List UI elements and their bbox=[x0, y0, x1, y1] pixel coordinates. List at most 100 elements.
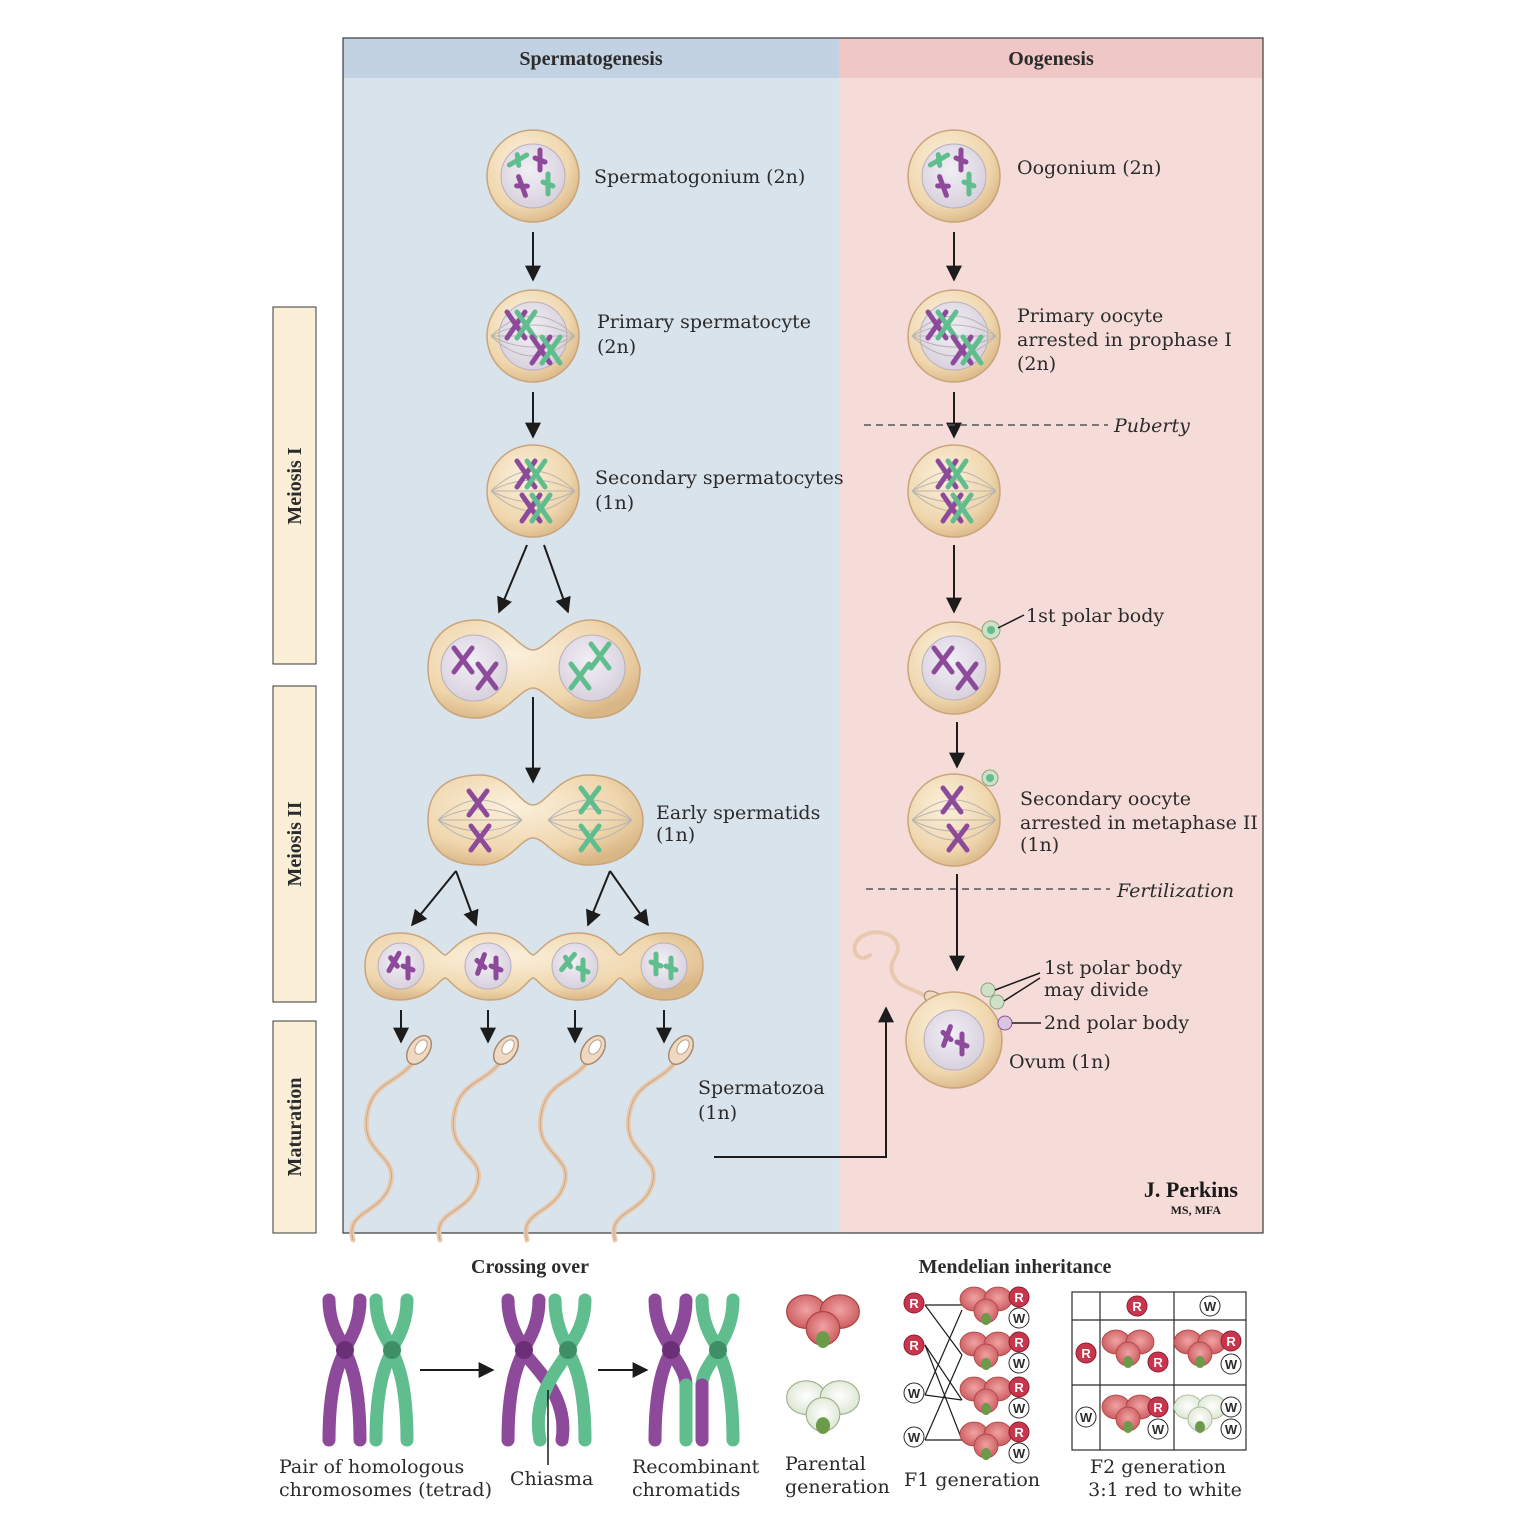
secondary-spermatocytes-ploidy: (1n) bbox=[595, 492, 634, 514]
f2-label-1: F2 generation bbox=[1090, 1456, 1226, 1478]
spermatogonium-label: Spermatogonium (2n) bbox=[594, 166, 805, 188]
crossing-over-title: Crossing over bbox=[471, 1256, 589, 1278]
secondary-oocyte-ploidy: (1n) bbox=[1020, 834, 1059, 856]
allele-badge-r bbox=[1075, 1342, 1097, 1364]
allele-badge-w bbox=[1008, 1307, 1030, 1329]
f1-flower bbox=[959, 1421, 1013, 1461]
spermatogonium-cell bbox=[486, 129, 580, 223]
allele-badge-r bbox=[1008, 1376, 1030, 1398]
allele-badge-r bbox=[1220, 1330, 1242, 1352]
mendelian-title: Mendelian inheritance bbox=[919, 1256, 1112, 1278]
f1-cross-lines bbox=[924, 1304, 963, 1441]
primary-oocyte-cell bbox=[907, 289, 1001, 383]
spermatozoa-label: Spermatozoa bbox=[698, 1077, 825, 1099]
f1-flower bbox=[959, 1286, 1013, 1326]
allele-badge-w bbox=[903, 1426, 925, 1448]
maturation-label: Maturation bbox=[284, 1078, 306, 1177]
meiosis-2-label: Meiosis II bbox=[284, 801, 306, 886]
early-spermatids-label: Early spermatids bbox=[656, 802, 820, 824]
panel-frame bbox=[342, 37, 1264, 1234]
allele-badge-w bbox=[903, 1382, 925, 1404]
allele-badge-w bbox=[1199, 1295, 1221, 1317]
arrow bbox=[543, 544, 571, 614]
recombinant-label-1: Recombinant bbox=[632, 1456, 760, 1478]
fertilization-arrow bbox=[714, 1006, 894, 1158]
polar-body-divide-label-1: 1st polar body bbox=[1044, 957, 1182, 979]
signature-credentials: MS, MFA bbox=[1171, 1203, 1222, 1217]
allele-badge-r bbox=[1008, 1331, 1030, 1353]
chiasma-pair bbox=[501, 1293, 592, 1447]
allele-badge-r bbox=[903, 1292, 925, 1314]
oogonium-label: Oogonium (2n) bbox=[1017, 157, 1161, 179]
spermatozoa-ploidy: (1n) bbox=[698, 1102, 737, 1124]
maturation-box bbox=[272, 1020, 317, 1234]
telophase-1-cell bbox=[427, 619, 641, 719]
primary-oocyte-ploidy: (2n) bbox=[1017, 353, 1056, 375]
arrow bbox=[609, 870, 649, 927]
first-polar-body-label: 1st polar body bbox=[1026, 605, 1164, 627]
spermatids-cell-chain bbox=[364, 932, 704, 1001]
recombinant-pair bbox=[648, 1293, 740, 1447]
homologous-pair-label-1: Pair of homologous bbox=[279, 1456, 464, 1478]
f1-flower bbox=[959, 1331, 1013, 1371]
allele-badge-r bbox=[1147, 1396, 1169, 1418]
arrow bbox=[586, 870, 611, 927]
f1-label: F1 generation bbox=[904, 1469, 1040, 1491]
allele-badge-r bbox=[1008, 1286, 1030, 1308]
allele-badge-w bbox=[1075, 1406, 1097, 1428]
parental-label-2: generation bbox=[785, 1476, 890, 1498]
ovum-cell bbox=[852, 930, 1013, 1089]
allele-badge-r bbox=[1126, 1295, 1148, 1317]
oocyte-metaphase-1-cell bbox=[907, 444, 1001, 538]
secondary-oocyte-label-1: Secondary oocyte bbox=[1020, 788, 1191, 810]
primary-spermatocyte-cell bbox=[486, 289, 580, 383]
allele-badge-w bbox=[1008, 1397, 1030, 1419]
red-flower bbox=[785, 1294, 861, 1349]
secondary-spermatocytes-label: Secondary spermatocytes bbox=[595, 467, 844, 489]
allele-badge-w bbox=[1220, 1396, 1242, 1418]
polar-body-pointer bbox=[994, 972, 1041, 991]
allele-badge-w bbox=[1220, 1418, 1242, 1440]
polar-body-divide-label-2: may divide bbox=[1044, 979, 1149, 1001]
early-spermatids-ploidy: (1n) bbox=[656, 824, 695, 846]
spermatogenesis-title: Spermatogenesis bbox=[519, 48, 663, 70]
parental-label-1: Parental bbox=[785, 1453, 866, 1475]
allele-badge-w bbox=[1147, 1418, 1169, 1440]
recombinant-label-2: chromatids bbox=[632, 1479, 740, 1501]
white-flower bbox=[785, 1380, 861, 1435]
allele-badge-w bbox=[1220, 1353, 1242, 1375]
oogonium-cell bbox=[907, 129, 1001, 223]
primary-oocyte-label-2: arrested in prophase I bbox=[1017, 329, 1232, 351]
meiosis-1-label: Meiosis I bbox=[284, 447, 306, 524]
puberty-label: Puberty bbox=[1113, 415, 1190, 437]
f2-label-2: 3:1 red to white bbox=[1088, 1479, 1242, 1501]
arrow bbox=[410, 870, 457, 927]
spermatogenesis-header-bar bbox=[343, 38, 839, 78]
primary-spermatocyte-ploidy: (2n) bbox=[597, 336, 636, 358]
second-polar-body-label: 2nd polar body bbox=[1044, 1012, 1189, 1034]
arrow bbox=[455, 870, 479, 927]
allele-badge-r bbox=[1147, 1351, 1169, 1373]
chiasma-label: Chiasma bbox=[510, 1468, 593, 1490]
f1-flower bbox=[959, 1376, 1013, 1416]
homologous-pair-label-2: chromosomes (tetrad) bbox=[279, 1479, 492, 1501]
allele-badge-r bbox=[903, 1334, 925, 1356]
oogenesis-title: Oogenesis bbox=[1008, 48, 1094, 70]
primary-spermatocyte-label: Primary spermatocyte bbox=[597, 311, 811, 333]
secondary-spermatocytes-cell bbox=[486, 444, 580, 538]
secondary-oocyte-label-2: arrested in metaphase II bbox=[1020, 812, 1258, 834]
allele-badge-r bbox=[1008, 1421, 1030, 1443]
homologous-pair bbox=[322, 1293, 414, 1447]
arrow bbox=[497, 544, 528, 614]
allele-badge-w bbox=[1008, 1442, 1030, 1464]
meiosis-1-box bbox=[272, 306, 317, 665]
secondary-oocyte-cell bbox=[907, 769, 1001, 867]
meiosis-2-box bbox=[272, 685, 317, 1003]
oocyte-with-polar-body-cell bbox=[907, 620, 1001, 715]
polar-body-pointer bbox=[997, 614, 1025, 629]
early-spermatids-cell bbox=[427, 774, 644, 866]
polar-body-pointer bbox=[1003, 977, 1041, 1002]
oogenesis-header-bar bbox=[839, 38, 1263, 78]
fertilization-label: Fertilization bbox=[1116, 880, 1234, 902]
